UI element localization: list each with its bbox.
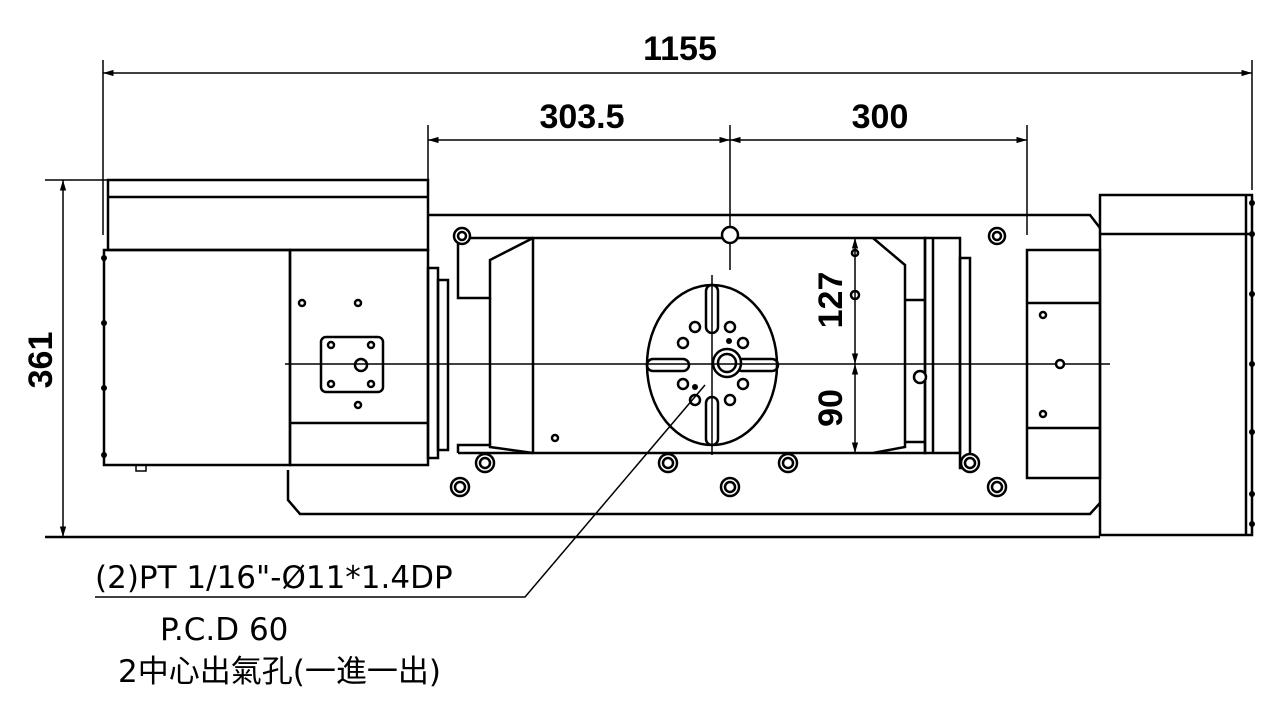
dimension-overall-length: 1155: [102, 30, 1253, 235]
note-pcd: P.C.D 60: [160, 612, 288, 648]
dimension-label-300: 300: [852, 98, 909, 136]
dimension-center-offsets: 303.5 300: [427, 98, 1028, 270]
right-motor: [1025, 193, 1255, 537]
dimension-label-90: 90: [812, 389, 850, 427]
dimension-label-303-5: 303.5: [539, 98, 624, 136]
note-port-spec: (2)PT 1/16"-Ø11*1.4DP: [95, 560, 453, 596]
port-callout: (2)PT 1/16"-Ø11*1.4DP P.C.D 60 2中心出氣孔(一進…: [95, 384, 706, 690]
dimension-label-1155: 1155: [643, 30, 717, 68]
table-body: [449, 225, 1008, 498]
base-plate: [286, 213, 1101, 516]
note-air-holes: 2中心出氣孔(一進一出): [118, 654, 441, 690]
left-motor: [101, 178, 450, 472]
dimension-overall-height: 361: [22, 179, 1100, 539]
dimension-label-361: 361: [22, 332, 60, 389]
mounting-bolts: [449, 225, 1008, 498]
leader-line: [95, 384, 706, 598]
dimension-label-127: 127: [812, 272, 850, 329]
dimension-center-height: 127 90: [812, 238, 859, 453]
